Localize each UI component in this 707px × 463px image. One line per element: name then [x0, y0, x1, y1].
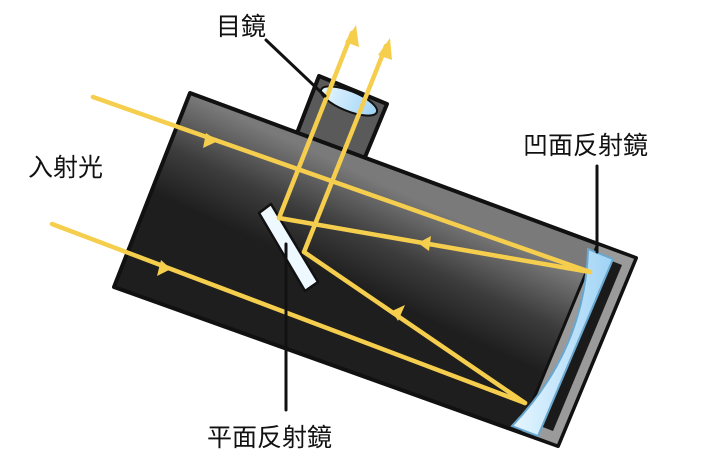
eyepiece-ray-a [276, 30, 355, 221]
arrow-incident-lower [157, 260, 171, 276]
arrowhead-out-b [378, 38, 392, 60]
incident-ray-upper [90, 94, 593, 275]
leader-lines [264, 38, 599, 412]
reflected-ray-lower [301, 249, 528, 406]
reflected-ray-upper [276, 215, 593, 275]
arrowhead-out-a [345, 25, 359, 47]
concave-mirror [510, 247, 615, 438]
arrow-reflected-upper [418, 236, 431, 251]
label-incident-light: 入射光 [28, 153, 103, 182]
flat-mirror [257, 202, 320, 293]
arrow-reflected-lower [392, 305, 405, 321]
eyepiece-ray-b [301, 43, 389, 255]
label-flat-mirror: 平面反射鏡 [207, 423, 332, 452]
arrow-incident-upper [203, 133, 218, 148]
leader-eyepiece [264, 38, 327, 98]
light-rays [49, 30, 593, 406]
watermark: 知乎用户 [600, 432, 668, 452]
label-eyepiece: 目鏡 [216, 12, 266, 41]
ray-arrows [157, 25, 431, 321]
label-concave-mirror: 凹面反射鏡 [523, 131, 648, 160]
incident-ray-lower [49, 221, 528, 406]
